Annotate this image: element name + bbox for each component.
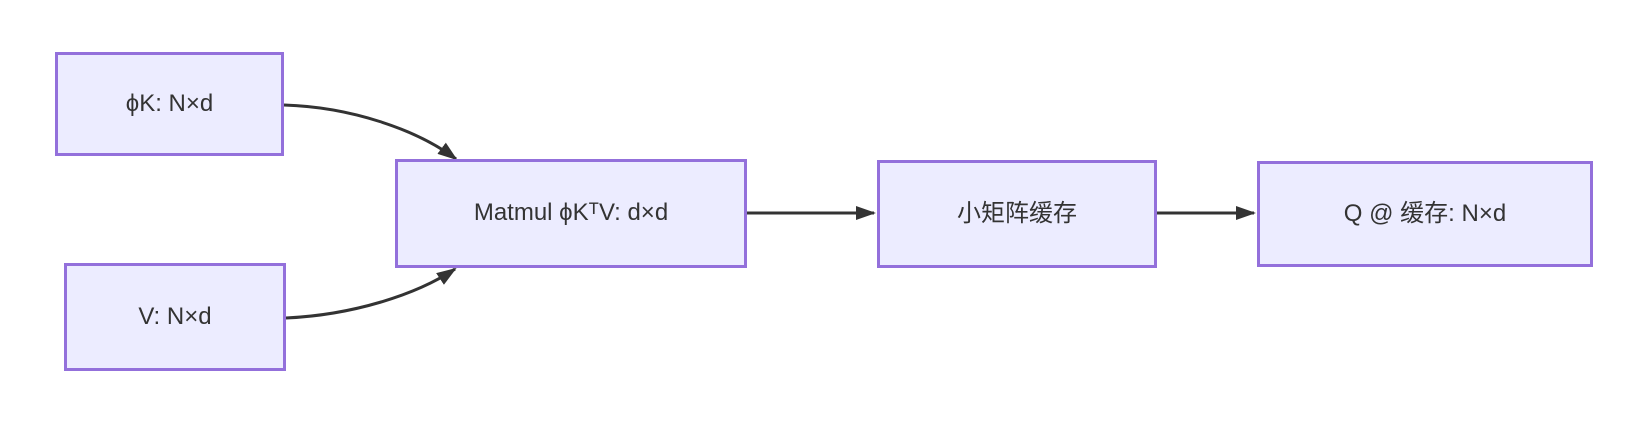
node-v-label: V: N×d	[138, 302, 212, 330]
node-v: V: N×d	[64, 263, 286, 371]
node-matmul: Matmul ϕKᵀV: d×d	[395, 159, 747, 268]
node-cache-label: 小矩阵缓存	[957, 199, 1077, 227]
edge-phik-to-matmul	[283, 103, 458, 161]
node-phik-label: ϕK: N×d	[125, 89, 214, 117]
node-cache: 小矩阵缓存	[877, 160, 1157, 268]
node-phik: ϕK: N×d	[55, 52, 284, 156]
node-output: Q @ 缓存: N×d	[1257, 161, 1593, 267]
edge-v-to-matmul	[285, 267, 457, 320]
node-output-label: Q @ 缓存: N×d	[1343, 199, 1507, 227]
node-matmul-label: Matmul ϕKᵀV: d×d	[473, 199, 669, 227]
